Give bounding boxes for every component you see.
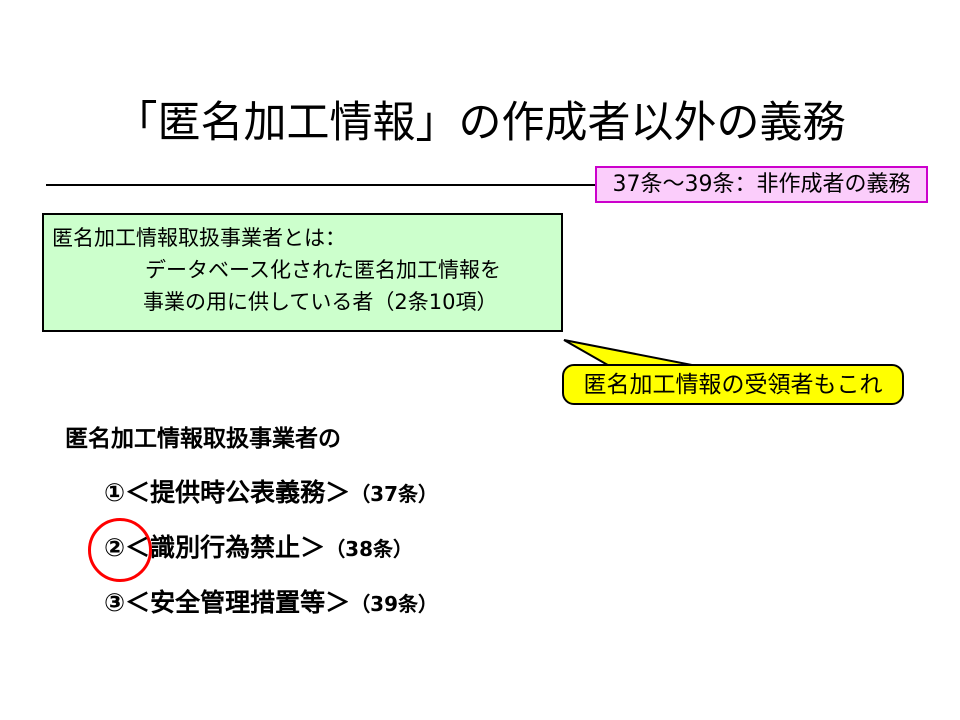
obligation-article-2: （38条） (325, 537, 414, 561)
definition-line-3: 事業の用に供している者（2条10項） (143, 290, 498, 314)
obligation-article-3: （39条） (350, 592, 439, 616)
definition-line-1: 匿名加工情報取扱事業者とは： (52, 226, 346, 250)
obligations-heading: 匿名加工情報取扱事業者の (65, 426, 341, 452)
obligation-item-3: ③＜安全管理措置等＞（39条） (104, 588, 438, 619)
obligation-marker-2: ② (104, 533, 126, 562)
obligation-item-2: ②＜識別行為禁止＞（38条） (104, 533, 413, 564)
obligation-label-2: ＜識別行為禁止＞ (125, 533, 326, 562)
obligation-article-1: （37条） (350, 482, 439, 506)
title-divider-line (46, 184, 596, 186)
article-range-box: 37条〜39条：非作成者の義務 (595, 166, 928, 203)
obligation-marker-3: ③ (104, 588, 126, 617)
article-range-label: 37条〜39条：非作成者の義務 (612, 171, 911, 197)
page-title: 「匿名加工情報」の作成者以外の義務 (114, 98, 846, 148)
obligation-label-3: ＜安全管理措置等＞ (125, 588, 351, 617)
definition-line-2: データベース化された匿名加工情報を (145, 258, 501, 282)
callout-label: 匿名加工情報の受領者もこれ (583, 371, 883, 398)
callout-box: 匿名加工情報の受領者もこれ (562, 364, 904, 405)
definition-box: 匿名加工情報取扱事業者とは： データベース化された匿名加工情報を 事業の用に供し… (42, 213, 563, 332)
obligation-label-1: ＜提供時公表義務＞ (125, 478, 351, 507)
obligation-item-1: ①＜提供時公表義務＞（37条） (104, 478, 438, 509)
obligation-marker-1: ① (104, 478, 126, 507)
